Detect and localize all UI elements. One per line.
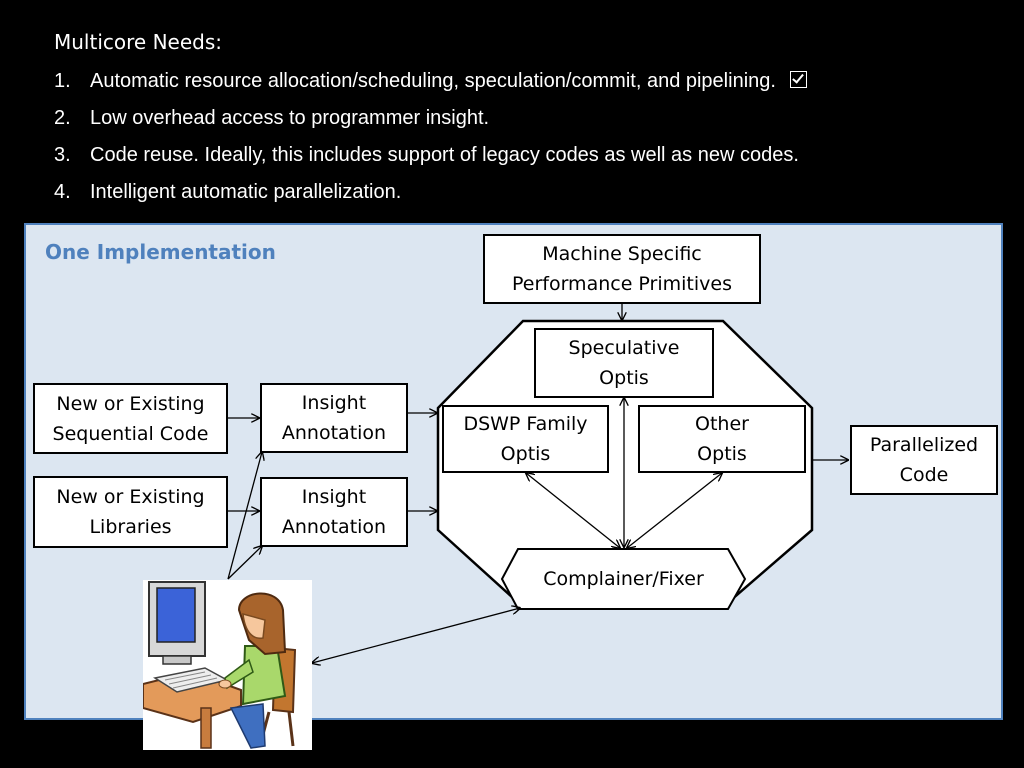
needs-item: 1. Automatic resource allocation/scheduli… — [54, 68, 807, 105]
item-number: 2. — [54, 107, 71, 129]
programmer-at-computer-icon — [143, 580, 312, 750]
machine-specific-box: Machine Specific Performance Primitives — [483, 234, 761, 304]
libraries-box: New or Existing Libraries — [33, 476, 228, 548]
sequential-code-box: New or Existing Sequential Code — [33, 383, 228, 454]
checked-box-icon — [789, 71, 807, 88]
item-text: Low overhead access to programmer insigh… — [90, 107, 490, 129]
parallelized-code-box: Parallelized Code — [850, 425, 998, 495]
complainer-fixer-label: Complainer/Fixer — [543, 568, 704, 590]
item-text: Automatic resource allocation/scheduling… — [90, 70, 776, 92]
arrow-programmer-complainer — [312, 608, 520, 663]
other-optis-box: Other Optis — [638, 405, 806, 473]
slide-heading: Multicore Needs: — [54, 30, 222, 54]
speculative-optis-box: Speculative Optis — [534, 328, 714, 398]
item-number: 1. — [54, 70, 71, 92]
needs-item: 3. Code reuse. Ideally, this includes sup… — [54, 142, 807, 179]
insight-annotation-box: Insight Annotation — [260, 477, 408, 547]
item-number: 4. — [54, 181, 71, 203]
dswp-optis-box: DSWP Family Optis — [442, 405, 609, 473]
arrow-complainer-other — [627, 473, 722, 548]
arrow-programmer-to-insight1 — [227, 452, 262, 580]
needs-list: 1. Automatic resource allocation/scheduli… — [54, 68, 807, 216]
arrow-complainer-dswp — [526, 473, 620, 548]
item-text: Intelligent automatic parallelization. — [90, 181, 402, 203]
item-text: Code reuse. Ideally, this includes suppo… — [90, 144, 799, 166]
needs-item: 4. Intelligent automatic parallelization. — [54, 179, 807, 216]
insight-annotation-box: Insight Annotation — [260, 383, 408, 453]
needs-item: 2. Low overhead access to programmer insi… — [54, 105, 807, 142]
complainer-fixer-shape — [500, 548, 747, 610]
arrow-programmer-to-insight2 — [227, 546, 262, 580]
item-number: 3. — [54, 144, 71, 166]
diagram-title: One Implementation — [45, 240, 276, 264]
